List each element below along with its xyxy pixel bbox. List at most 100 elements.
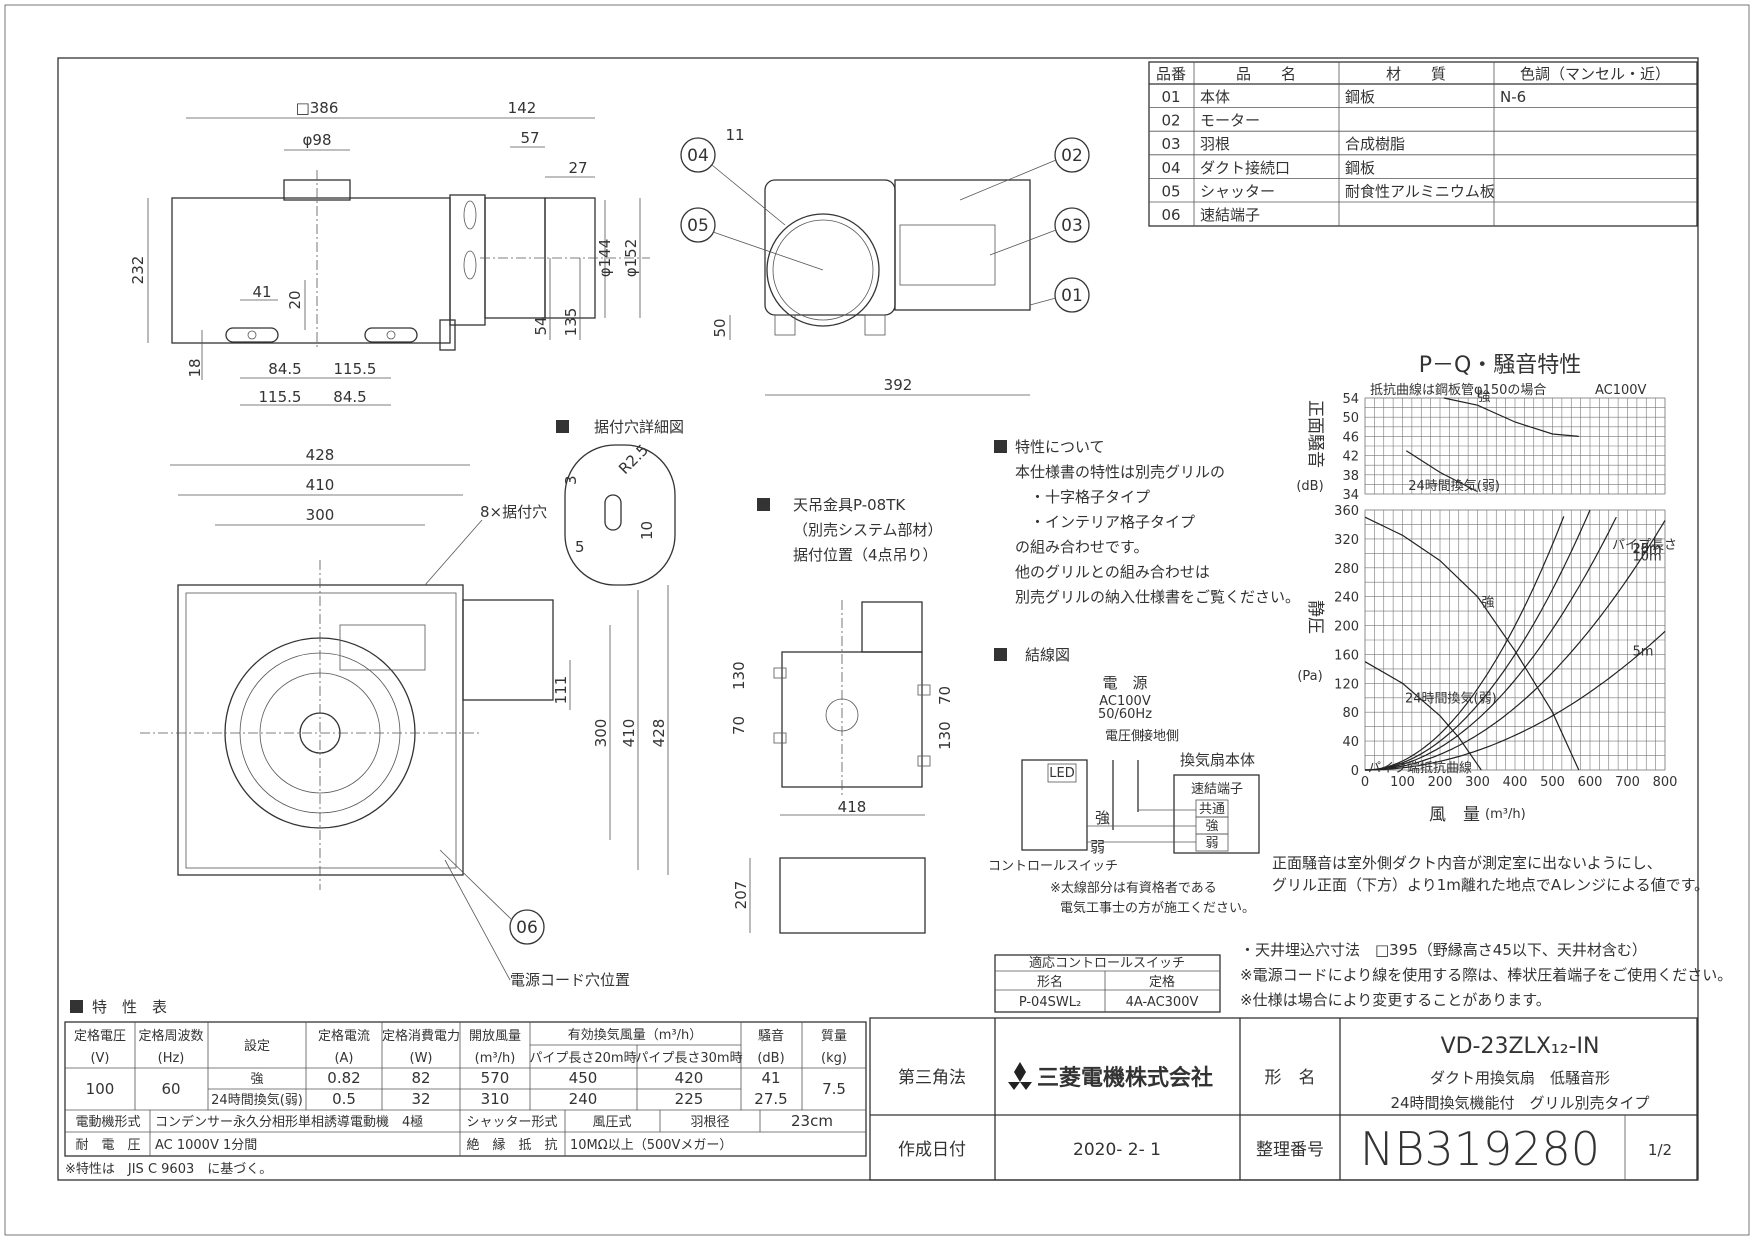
svg-text:1/2: 1/2 — [1648, 1141, 1672, 1159]
spec-noise: 41 — [761, 1069, 780, 1087]
x-axis-label: 風 量 — [1429, 805, 1480, 825]
x-tick: 600 — [1578, 775, 1603, 790]
spec-open: 570 — [481, 1069, 510, 1087]
spec-eff20: 450 — [569, 1069, 598, 1087]
noise-axis-label: 正面騒音 — [1305, 400, 1325, 468]
spec-setting: 強 — [250, 1072, 263, 1087]
svg-text:定格消費電力: 定格消費電力 — [382, 1028, 460, 1044]
svg-text:(kg): (kg) — [821, 1051, 847, 1066]
side-view: □386 142 φ98 57 27 232 φ144 φ152 54 135 … — [129, 99, 650, 406]
noise-tick: 42 — [1342, 450, 1359, 465]
svg-text:据付位置（4点吊り）: 据付位置（4点吊り） — [793, 546, 938, 564]
svg-text:シャッター形式: シャッター形式 — [466, 1115, 557, 1130]
parts-header-color: 色調（マンセル・近） — [1520, 65, 1670, 83]
chart-title: P－Q・騒音特性 — [1419, 353, 1582, 378]
x-tick: 700 — [1615, 775, 1640, 790]
resistance-curve — [1364, 516, 1617, 771]
svg-text:パイプ端抵抗曲線: パイプ端抵抗曲線 — [1368, 760, 1472, 776]
noise-series-line — [1405, 450, 1478, 493]
dim-428w: 428 — [306, 446, 335, 464]
parts-row-material: 鋼板 — [1345, 88, 1375, 106]
svg-text:定格周波数: 定格周波数 — [138, 1028, 203, 1044]
svg-text:質量: 質量 — [821, 1029, 847, 1044]
svg-text:100: 100 — [86, 1080, 115, 1098]
svg-text:2020- 2- 1: 2020- 2- 1 — [1073, 1140, 1161, 1160]
dim-144: φ144 — [596, 239, 614, 278]
front-view: 11 50 392 04 02 05 03 01 — [680, 126, 1090, 396]
svg-text:（別売システム部材）: （別売システム部材） — [793, 521, 943, 539]
svg-text:4A-AC300V: 4A-AC300V — [1126, 995, 1199, 1010]
noise-series-label: 24時間換気(弱) — [1408, 478, 1500, 494]
svg-text:5: 5 — [575, 538, 585, 556]
spec-current: 0.5 — [332, 1090, 356, 1108]
svg-text:LED: LED — [1049, 766, 1074, 781]
callout-04: 04 — [680, 137, 786, 226]
characteristics-notes: 特性について 本仕様書の特性は別売グリルの ・十字格子タイプ ・インテリア格子タ… — [994, 438, 1300, 606]
svg-text:02: 02 — [1061, 146, 1083, 166]
x-tick: 100 — [1390, 775, 1415, 790]
dim-84a: 84.5 — [268, 360, 301, 378]
svg-text:7.5: 7.5 — [822, 1080, 846, 1098]
svg-text:騒音: 騒音 — [758, 1028, 784, 1044]
cord-label: 電源コード穴位置 — [510, 971, 630, 989]
parts-row-material: 合成樹脂 — [1345, 135, 1405, 153]
parts-row-material: 耐食性アルミニウム板 — [1345, 182, 1495, 200]
svg-text:天吊金具P-08TK: 天吊金具P-08TK — [793, 496, 906, 514]
dim-18: 18 — [186, 358, 204, 377]
svg-text:電 源: 電 源 — [1102, 674, 1147, 692]
callout-05: 05 — [680, 207, 824, 271]
svg-text:定格: 定格 — [1149, 974, 1175, 990]
svg-text:の組み合わせです。: の組み合わせです。 — [1015, 538, 1149, 556]
dim-135: 135 — [562, 308, 580, 337]
dim-115a: 115.5 — [334, 360, 377, 378]
parts-header-name: 品 名 — [1236, 65, 1296, 83]
title-block: 第三角法 三菱電機株式会社 形 名 VD-23ZLX₁₂-IN ダクト用換気扇 … — [869, 1017, 1698, 1181]
svg-text:弱: 弱 — [1205, 836, 1218, 851]
dim-410w: 410 — [306, 476, 335, 494]
svg-text:別売グリルの納入仕様書をご覧ください。: 別売グリルの納入仕様書をご覧ください。 — [1015, 588, 1300, 606]
svg-text:設定: 設定 — [244, 1038, 270, 1054]
svg-text:60: 60 — [161, 1080, 180, 1098]
parts-row-no: 04 — [1161, 159, 1180, 177]
x-tick: 0 — [1361, 775, 1369, 790]
parts-row-name: ダクト接続口 — [1200, 159, 1290, 177]
svg-text:(dB): (dB) — [1296, 479, 1323, 494]
svg-text:※太線部分は有資格者である: ※太線部分は有資格者である — [1050, 880, 1217, 896]
svg-text:※仕様は場合により変更することがあります。: ※仕様は場合により変更することがあります。 — [1240, 991, 1551, 1009]
svg-text:特 性 表: 特 性 表 — [92, 998, 167, 1016]
resistance-curve — [1365, 520, 1666, 771]
parts-header-no: 品番 — [1156, 65, 1186, 83]
dim-box: □386 — [296, 99, 339, 117]
spec-open: 310 — [481, 1090, 510, 1108]
svg-text:換気扇本体: 換気扇本体 — [1180, 751, 1255, 769]
holes-label: 8×据付穴 — [480, 503, 547, 521]
dim-27: 27 — [568, 159, 587, 177]
svg-text:(V): (V) — [90, 1051, 109, 1066]
hanger-view: 天吊金具P-08TK （別売システム部材） 据付位置（4点吊り） 130 70 … — [730, 496, 954, 934]
svg-text:パイプ長さ: パイプ長さ — [1612, 538, 1677, 553]
dim-410h: 410 — [620, 719, 638, 748]
dim-41: 41 — [252, 283, 271, 301]
noise-tick: 38 — [1342, 469, 1359, 484]
resistance-curve-label: 5m — [1633, 644, 1654, 659]
pressure-tick: 40 — [1342, 735, 1359, 750]
parts-row-name: シャッター — [1200, 182, 1275, 200]
pressure-series-line — [1364, 661, 1482, 771]
svg-text:70: 70 — [730, 716, 748, 735]
svg-text:パイプ長さ30m時: パイプ長さ30m時 — [635, 1051, 742, 1066]
parts-row-name: 速結端子 — [1200, 206, 1260, 224]
spec-table: 特 性 表 定格電圧 (V) 定格周波数 (Hz) 設定 定格電流 (A) 定格… — [64, 998, 867, 1177]
noise-tick: 46 — [1342, 430, 1359, 445]
pressure-series-line — [1364, 516, 1580, 771]
wiring-diagram: 結線図 電 源 AC100V 50/60Hz 電圧側 接地側 LED 強 弱 換… — [988, 646, 1260, 916]
svg-text:・インテリア格子タイプ: ・インテリア格子タイプ — [1030, 513, 1195, 531]
chart-note: 抵抗曲線は鋼板管φ150の場合 — [1370, 382, 1546, 398]
noise-tick: 34 — [1342, 488, 1359, 503]
resistance-curve — [1364, 509, 1591, 771]
svg-text:(Pa): (Pa) — [1297, 669, 1322, 684]
svg-text:本仕様書の特性は別売グリルの: 本仕様書の特性は別売グリルの — [1015, 463, 1225, 481]
svg-text:(A): (A) — [334, 1051, 353, 1066]
pressure-tick: 120 — [1334, 677, 1359, 692]
svg-text:電気工事士の方が施工ください。: 電気工事士の方が施工ください。 — [1060, 900, 1255, 916]
